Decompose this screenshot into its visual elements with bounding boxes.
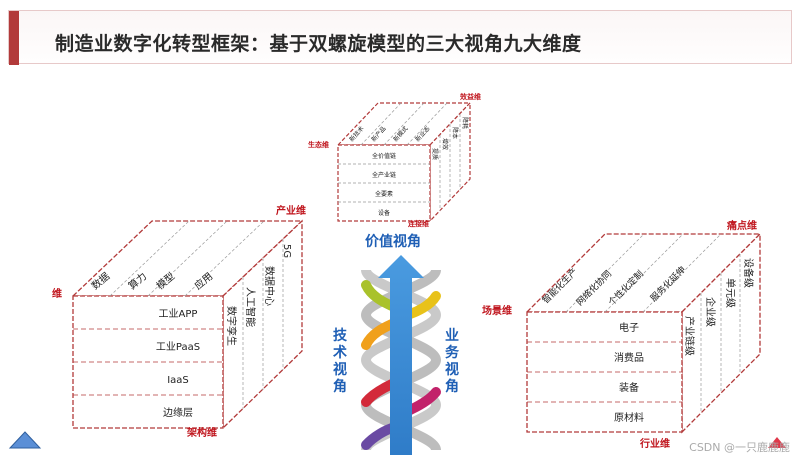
tech-char-2: 术 <box>333 344 347 361</box>
dim-left: 维 <box>52 287 62 300</box>
right-cube: 电子 消费品 装备 原材料 智能化生产 网络化协同 个性化定制 服务化延伸 产业… <box>482 219 762 450</box>
top-side-2: 增效 <box>441 138 449 150</box>
left-row-4: 边缘层 <box>163 406 193 419</box>
top-row-3: 全要素 <box>375 190 393 198</box>
dim-sector: 行业维 <box>639 437 670 450</box>
biz-char-4: 角 <box>445 378 459 395</box>
right-side-1: 产业链级 <box>683 316 696 356</box>
tech-char-3: 视 <box>333 361 347 378</box>
title-accent-bar <box>9 11 19 65</box>
left-side-4: 5G <box>281 244 292 258</box>
corner-triangle-left <box>8 431 42 449</box>
right-row-3: 装备 <box>619 381 639 394</box>
biz-char-3: 视 <box>445 361 459 378</box>
left-row-1: 工业APP <box>159 308 198 320</box>
top-row-1: 全价值链 <box>372 152 396 160</box>
left-side-2: 人工智能 <box>244 287 257 327</box>
dim-pain-point: 痛点维 <box>726 219 757 232</box>
value-arrow <box>378 255 424 455</box>
dim-industry: 产业维 <box>276 204 306 217</box>
title-banner: 制造业数字化转型框架：基于双螺旋模型的三大视角九大维度 <box>8 10 792 65</box>
tech-char-4: 角 <box>333 378 347 395</box>
page-title: 制造业数字化转型框架：基于双螺旋模型的三大视角九大维度 <box>55 33 582 55</box>
right-side-3: 单元级 <box>724 278 736 308</box>
business-perspective: 业 务 视 角 <box>445 328 460 395</box>
biz-char-1: 业 <box>445 328 459 344</box>
top-row-4: 设备 <box>378 209 390 217</box>
right-row-1: 电子 <box>619 321 639 334</box>
right-row-2: 消费品 <box>614 351 644 364</box>
biz-char-2: 务 <box>445 344 460 361</box>
top-row-2: 全产业链 <box>372 171 396 179</box>
top-side-4: 降耗 <box>461 117 469 129</box>
top-side-3: 降本 <box>451 127 459 139</box>
right-side-4: 设备级 <box>742 258 755 288</box>
left-side-1: 数字孪生 <box>225 306 238 346</box>
left-side-3: 数据中心 <box>263 266 276 306</box>
tech-char-1: 技 <box>333 327 348 344</box>
left-row-2: 工业PaaS <box>156 341 200 353</box>
watermark: CSDN @一只鹿鹿鹿 <box>689 441 790 454</box>
dim-connection: 连接维 <box>408 219 429 228</box>
dim-architecture: 架构维 <box>186 426 217 439</box>
top-side-1: 提质 <box>431 148 439 160</box>
corner-triangle-right <box>768 437 786 448</box>
dim-scene: 场景维 <box>482 304 512 317</box>
right-side-2: 企业级 <box>704 297 717 327</box>
tech-perspective: 技 术 视 角 <box>333 327 348 395</box>
left-row-3: IaaS <box>167 375 189 386</box>
dim-ecology: 生态维 <box>308 140 329 149</box>
dim-efficiency: 效益维 <box>460 92 481 101</box>
right-row-4: 原材料 <box>614 411 644 424</box>
value-perspective: 价值视角 <box>365 233 421 250</box>
left-cube: 工业APP 工业PaaS IaaS 边缘层 数据 算力 模型 应用 数字孪生 人… <box>52 204 306 439</box>
top-cube: 全价值链 全产业链 全要素 设备 新技术 新产品 新模式 新业态 提质 增效 降… <box>308 92 481 228</box>
